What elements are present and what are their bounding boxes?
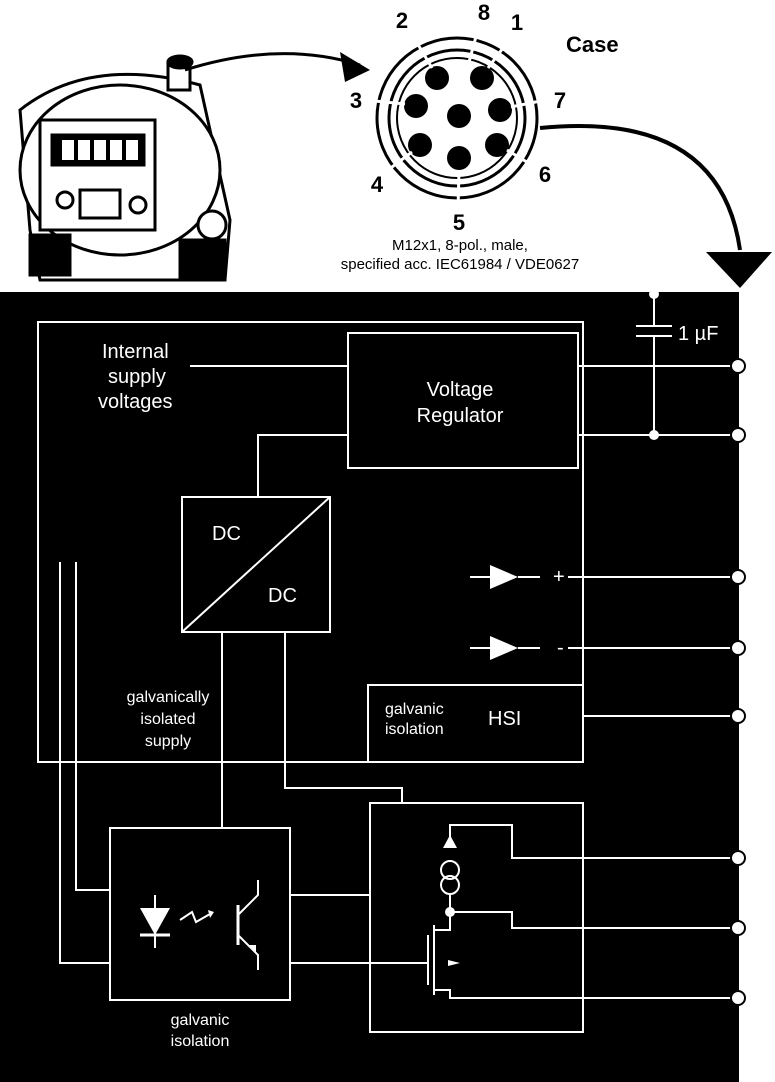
terminal-label: 4: [760, 918, 771, 940]
connector-pin-2: [425, 66, 449, 90]
isolated-supply-label: isolated: [140, 711, 195, 728]
connector-description: M12x1, 8-pol., male,: [392, 237, 528, 254]
junction-dot: [445, 907, 455, 917]
hsi-galvanic-label: isolation: [385, 721, 444, 738]
dc-top-label: DC: [212, 523, 241, 545]
connector-pin-4: [408, 133, 432, 157]
optocoupler-icon: [140, 880, 259, 970]
arrow-up-icon: [443, 835, 457, 848]
connector-pin-label: 5: [453, 210, 465, 235]
junction-dot: [649, 430, 659, 440]
terminal-label: 2: [760, 848, 771, 870]
arrow-connector-to-circuit: [539, 123, 742, 251]
amplifier-icon: [490, 636, 518, 660]
internal-supply-label: voltages: [98, 391, 173, 413]
galvanic-isolation-label: galvanic: [171, 1012, 230, 1029]
connector-pin-3: [404, 94, 428, 118]
circuit-wiring: [37, 292, 741, 1082]
connector-pin-1: [470, 66, 494, 90]
internal-supply-label: Internal: [102, 341, 169, 363]
arrow-head-icon: [340, 52, 370, 82]
amplifier-icon: [490, 565, 518, 589]
device-illustration: [18, 54, 232, 282]
junction-dot: [649, 289, 659, 299]
isolated-supply-label: supply: [145, 733, 191, 750]
connector-m12: 2 1 8 3 7 4 6 5 Case: [350, 0, 619, 235]
isolated-supply-label: galvanically: [127, 689, 210, 706]
capacitor-label: 1 µF: [678, 323, 718, 345]
terminal-label: 1: [760, 356, 771, 378]
hsi-galvanic-label: galvanic: [385, 701, 444, 718]
transistor-arrow-icon: [448, 960, 460, 966]
connector-description: specified acc. IEC61984 / VDE0627: [341, 256, 579, 273]
terminal-label: 7: [760, 638, 771, 660]
internal-supply-label: supply: [108, 366, 166, 388]
case-label: Case: [566, 32, 619, 57]
voltage-regulator-label: Regulator: [417, 405, 504, 427]
connector-pin-label: 3: [350, 88, 362, 113]
connector-pin-label: 4: [371, 172, 384, 197]
arrow-device-to-connector: [184, 52, 361, 72]
terminal-label: 6: [760, 567, 771, 589]
connector-pin-label: 8: [478, 0, 490, 25]
dc-bottom-label: DC: [268, 585, 297, 607]
connector-pin-label: 7: [554, 88, 566, 113]
arrow-head-icon: [706, 252, 772, 288]
terminal-label: 8: [760, 988, 771, 1010]
connector-pin-6: [485, 133, 509, 157]
connector-pin-5: [447, 146, 471, 170]
galvanic-isolation-label: isolation: [171, 1033, 230, 1050]
current-source-icon: [440, 860, 460, 895]
connector-pin-7: [488, 98, 512, 122]
connector-pin-label: 6: [539, 162, 551, 187]
connector-pin-label: 1: [511, 10, 523, 35]
terminal-rail: [730, 358, 746, 1006]
connector-pin-8: [447, 104, 471, 128]
voltage-regulator-label: Voltage: [427, 379, 494, 401]
minus-sign: -: [557, 637, 564, 659]
hsi-label: HSI: [488, 708, 521, 730]
plus-sign: +: [553, 566, 565, 588]
terminal-label: 3: [760, 425, 771, 447]
connector-pin-label: 2: [396, 8, 408, 33]
terminal-label: 5: [760, 706, 771, 728]
